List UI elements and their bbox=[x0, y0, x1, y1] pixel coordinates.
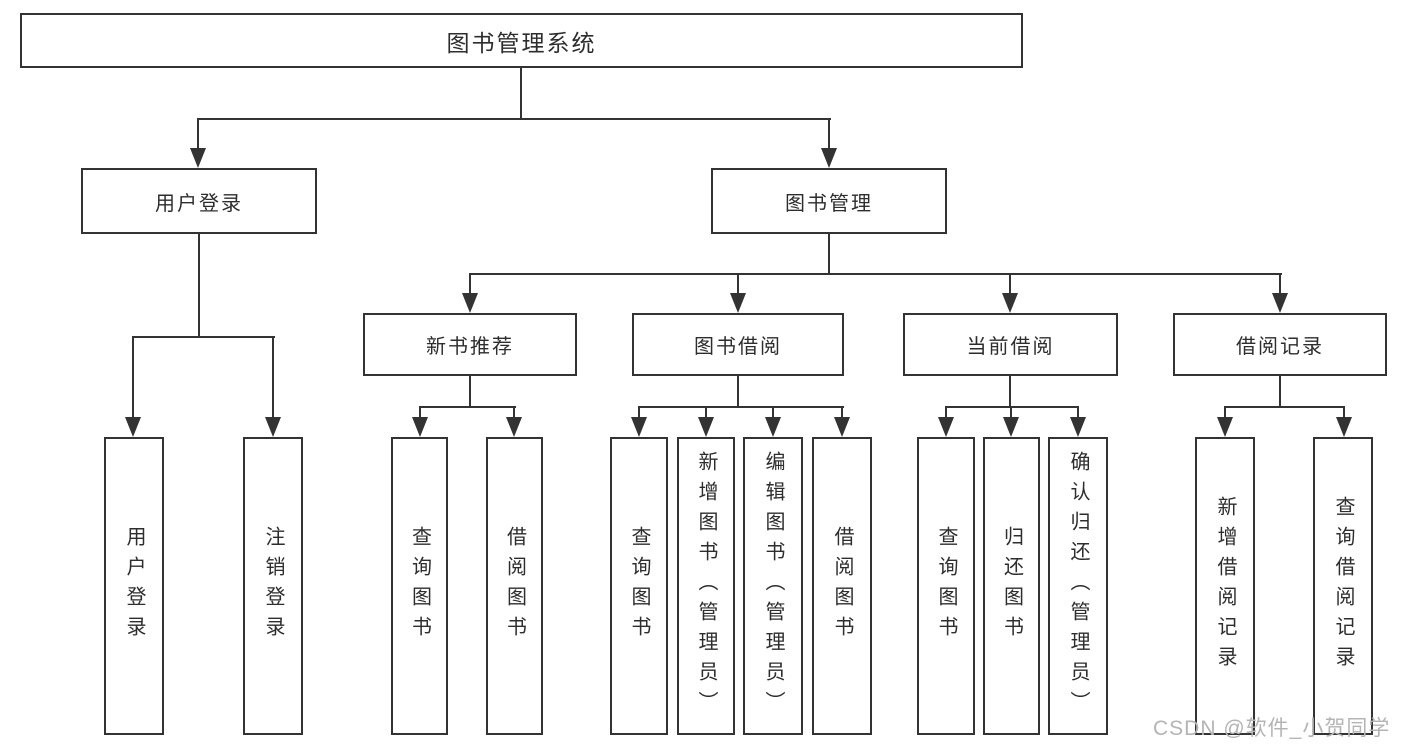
arrow-down-icon bbox=[506, 417, 522, 437]
leaf-edit-book-admin: 编辑图书（管理员） bbox=[743, 437, 803, 735]
arrow-down-icon bbox=[265, 417, 281, 437]
node-borrow-records: 借阅记录 bbox=[1173, 313, 1387, 376]
leaf-recommend-borrow-books: 借阅图书 bbox=[486, 437, 543, 735]
node-book-management: 图书管理 bbox=[711, 168, 947, 234]
arrow-shaft bbox=[705, 406, 707, 423]
arrow-shaft bbox=[1009, 273, 1011, 299]
leaf-current-query-books-label: 查询图书 bbox=[935, 526, 957, 646]
arrow-down-icon bbox=[730, 293, 746, 313]
leaf-borrow-query-books: 查询图书 bbox=[610, 437, 668, 735]
arrow-shaft bbox=[841, 406, 843, 423]
arrow-down-icon bbox=[834, 417, 850, 437]
arrow-shaft bbox=[197, 118, 199, 154]
connector-records-rail bbox=[1224, 406, 1345, 408]
arrow-shaft bbox=[1343, 406, 1345, 423]
leaf-borrow-query-books-label: 查询图书 bbox=[628, 526, 650, 646]
leaf-logout: 注销登录 bbox=[243, 437, 303, 735]
node-user-login: 用户登录 bbox=[81, 168, 317, 234]
arrow-down-icon bbox=[631, 417, 647, 437]
arrow-down-icon bbox=[1217, 417, 1233, 437]
arrow-shaft bbox=[1279, 273, 1281, 299]
arrow-shaft bbox=[1077, 406, 1079, 423]
connector-userlogin-stub bbox=[198, 233, 200, 337]
leaf-confirm-return-admin: 确认归还（管理员） bbox=[1048, 437, 1108, 735]
arrow-down-icon bbox=[1272, 293, 1288, 313]
arrow-shaft bbox=[772, 406, 774, 423]
leaf-borrow-book-label: 借阅图书 bbox=[831, 526, 853, 646]
node-book-borrow: 图书借阅 bbox=[632, 313, 844, 376]
leaf-logout-label: 注销登录 bbox=[262, 526, 284, 646]
arrow-down-icon bbox=[462, 293, 478, 313]
connector-level2-rail bbox=[197, 118, 831, 120]
leaf-recommend-borrow-books-label: 借阅图书 bbox=[503, 526, 526, 646]
arrow-shaft bbox=[828, 118, 830, 154]
arrow-down-icon bbox=[821, 148, 837, 168]
arrow-down-icon bbox=[1336, 417, 1352, 437]
connector-records-stub bbox=[1279, 375, 1281, 407]
arrow-shaft bbox=[737, 273, 739, 299]
leaf-add-book-admin: 新增图书（管理员） bbox=[677, 437, 735, 735]
arrow-down-icon bbox=[765, 417, 781, 437]
leaf-add-book-admin-label: 新增图书（管理员） bbox=[695, 451, 717, 721]
leaf-edit-book-admin-label: 编辑图书（管理员） bbox=[762, 451, 784, 721]
arrow-shaft bbox=[132, 336, 134, 423]
arrow-down-icon bbox=[412, 417, 428, 437]
connector-bookborrow-rail bbox=[638, 406, 844, 408]
leaf-user-login: 用户登录 bbox=[104, 437, 164, 735]
connector-bookborrow-stub bbox=[737, 375, 739, 407]
arrow-down-icon bbox=[1003, 417, 1019, 437]
connector-root-stub bbox=[520, 68, 522, 119]
arrow-shaft bbox=[419, 406, 421, 423]
leaf-query-borrow-record-label: 查询借阅记录 bbox=[1332, 496, 1354, 676]
arrow-down-icon bbox=[938, 417, 954, 437]
arrow-shaft bbox=[638, 406, 640, 423]
node-current-borrow: 当前借阅 bbox=[903, 313, 1118, 376]
leaf-current-query-books: 查询图书 bbox=[917, 437, 975, 735]
connector-recommend-rail bbox=[419, 406, 516, 408]
csdn-watermark: CSDN @软件_小贺同学 bbox=[1153, 717, 1391, 740]
leaf-recommend-query-books-label: 查询图书 bbox=[408, 526, 431, 646]
connector-recommend-stub bbox=[469, 375, 471, 407]
connector-currentborrow-stub bbox=[1009, 375, 1011, 407]
connector-userlogin-rail bbox=[132, 336, 275, 338]
connector-level3-rail bbox=[469, 273, 1282, 275]
arrow-shaft bbox=[1010, 406, 1012, 423]
leaf-query-borrow-record: 查询借阅记录 bbox=[1313, 437, 1373, 735]
arrow-down-icon bbox=[125, 417, 141, 437]
connector-bookmgmt-stub bbox=[828, 233, 830, 274]
arrow-shaft bbox=[1224, 406, 1226, 423]
arrow-shaft bbox=[272, 336, 274, 423]
leaf-user-login-label: 用户登录 bbox=[123, 526, 145, 646]
node-new-book-recommend: 新书推荐 bbox=[363, 313, 577, 376]
arrow-down-icon bbox=[1070, 417, 1086, 437]
leaf-recommend-query-books: 查询图书 bbox=[391, 437, 448, 735]
arrow-shaft bbox=[469, 273, 471, 299]
arrow-shaft bbox=[945, 406, 947, 423]
arrow-down-icon bbox=[1002, 293, 1018, 313]
leaf-add-borrow-record-label: 新增借阅记录 bbox=[1214, 496, 1236, 676]
leaf-add-borrow-record: 新增借阅记录 bbox=[1195, 437, 1255, 735]
leaf-return-book: 归还图书 bbox=[983, 437, 1040, 735]
node-root: 图书管理系统 bbox=[20, 13, 1023, 68]
arrow-down-icon bbox=[190, 148, 206, 168]
leaf-return-book-label: 归还图书 bbox=[1000, 526, 1023, 646]
arrow-shaft bbox=[513, 406, 515, 423]
leaf-borrow-book: 借阅图书 bbox=[812, 437, 872, 735]
connector-currentborrow-rail bbox=[945, 406, 1079, 408]
leaf-confirm-return-admin-label: 确认归还（管理员） bbox=[1067, 451, 1089, 721]
arrow-down-icon bbox=[698, 417, 714, 437]
